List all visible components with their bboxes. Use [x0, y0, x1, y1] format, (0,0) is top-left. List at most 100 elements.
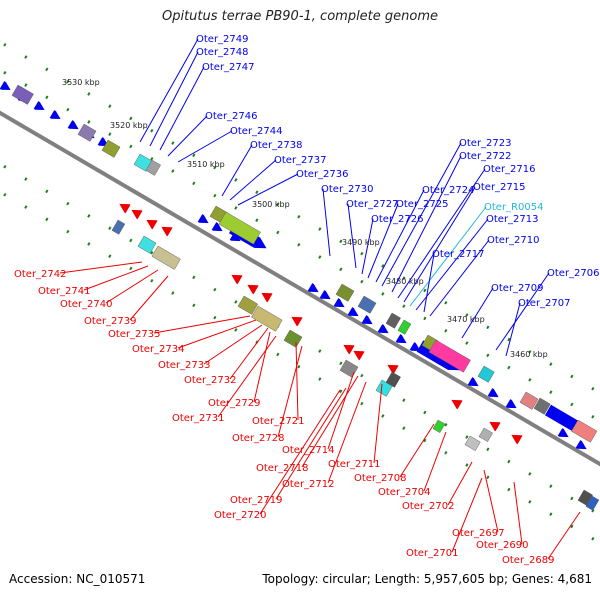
track-tick: [549, 484, 553, 488]
gene-feature-block: [478, 427, 493, 442]
track-tick: [360, 373, 364, 378]
forward-gene-label: Oter_2724: [422, 185, 475, 196]
gene-feature-block: [357, 295, 377, 314]
forward-gene-label: Oter_2716: [483, 164, 536, 175]
track-tick: [360, 279, 364, 284]
forward-gene-arrow: [211, 222, 223, 232]
reverse-gene-arrow: [261, 292, 273, 303]
gene-leader-line: [375, 189, 425, 283]
track-tick: [360, 251, 364, 256]
track-tick: [507, 487, 511, 492]
track-tick: [570, 524, 574, 529]
reverse-gene-arrow: [489, 421, 501, 432]
forward-gene-label: Oter_2725: [396, 199, 449, 210]
forward-gene-arrow: [467, 377, 479, 387]
track-tick: [108, 254, 112, 258]
reverse-gene-label: Oter_2711: [328, 459, 381, 470]
track-tick: [129, 238, 133, 243]
track-tick: [465, 463, 469, 467]
track-tick: [528, 472, 532, 476]
accession-label: Accession: NC_010571: [9, 572, 146, 586]
gene-leader-line: [253, 331, 271, 403]
reverse-gene-arrow: [247, 284, 259, 295]
gene-leader-line: [259, 389, 341, 515]
gene-feature-block: [385, 371, 401, 388]
reverse-gene-label: Oter_2735: [108, 329, 161, 340]
forward-gene-arrow: [0, 81, 11, 90]
track-tick: [423, 438, 427, 443]
forward-gene-label: Oter_2748: [196, 47, 249, 58]
reverse-gene-label: Oter_2742: [14, 269, 67, 280]
track-tick: [528, 500, 532, 504]
track-tick: [171, 169, 175, 173]
genome-backbone: [0, 110, 600, 467]
track-tick: [570, 374, 574, 379]
map-title: Opitutus terrae PB90-1, complete genome: [161, 9, 439, 24]
gene-leader-line: [105, 269, 159, 304]
gene-feature-block: [11, 84, 34, 105]
gene-leader-line: [327, 381, 367, 484]
track-tick: [213, 315, 217, 320]
track-tick: [87, 120, 91, 124]
track-tick: [3, 70, 7, 75]
track-tick: [570, 402, 574, 407]
reverse-gene-label: Oter_2714: [282, 445, 335, 456]
gene-leader-line: [83, 265, 149, 291]
reverse-gene-label: Oter_2741: [38, 286, 91, 297]
track-tick: [318, 255, 322, 259]
reverse-gene-label: Oter_2702: [402, 501, 455, 512]
track-tick: [486, 325, 490, 330]
gene-leader-line: [483, 469, 499, 533]
gene-leader-line: [301, 375, 359, 468]
track-tick: [591, 414, 595, 419]
reverse-gene-label: Oter_2689: [502, 555, 555, 566]
gene-feature-block: [335, 283, 355, 302]
gene-leader-line: [203, 324, 263, 365]
track-tick: [87, 242, 91, 246]
track-tick: [150, 156, 154, 161]
track-tick: [318, 349, 322, 353]
track-tick: [297, 364, 301, 369]
gene-leader-line: [153, 315, 251, 334]
forward-gene-label: Oter_2727: [346, 199, 399, 210]
forward-gene-arrow: [307, 283, 319, 293]
forward-gene-arrow: [487, 388, 499, 398]
track-tick: [213, 287, 217, 292]
gene-feature-block: [428, 339, 471, 373]
reverse-gene-label: Oter_2712: [282, 479, 335, 490]
forward-gene-label: Oter_2736: [296, 169, 349, 180]
track-tick: [549, 362, 553, 366]
gene-leader-line: [59, 261, 143, 274]
track-tick: [192, 303, 196, 308]
reverse-gene-label: Oter_2719: [230, 495, 283, 506]
track-tick: [591, 536, 595, 541]
reverse-gene-label: Oter_2690: [476, 540, 529, 551]
gene-feature-block: [77, 123, 97, 142]
gene-feature-block: [111, 219, 126, 235]
forward-gene-arrow: [575, 440, 587, 450]
genome-summary: Topology: circular; Length: 5,957,605 bp…: [262, 572, 592, 586]
track-tick: [339, 239, 343, 244]
reverse-gene-label: Oter_2734: [132, 344, 185, 355]
gene-feature-block: [339, 359, 359, 378]
track-tick: [3, 42, 7, 47]
gene-feature-block: [385, 312, 401, 329]
track-tick: [549, 512, 553, 516]
gene-leader-line: [177, 130, 233, 163]
track-tick: [213, 193, 217, 198]
track-tick: [108, 226, 112, 230]
gene-leader-line: [129, 275, 169, 321]
forward-gene-arrow: [505, 399, 517, 409]
gene-leader-line: [275, 387, 347, 500]
forward-gene-label: Oter_2738: [250, 140, 303, 151]
scale-label: 3520 kbp: [110, 121, 148, 130]
track-tick: [507, 365, 511, 370]
track-tick: [444, 300, 448, 305]
track-tick: [87, 92, 91, 96]
track-tick: [192, 153, 196, 158]
reverse-gene-arrow: [451, 399, 463, 410]
track-tick: [276, 230, 280, 235]
track-tick: [150, 250, 154, 255]
gene-feature-block: [464, 435, 481, 451]
gene-leader-line: [373, 383, 383, 464]
